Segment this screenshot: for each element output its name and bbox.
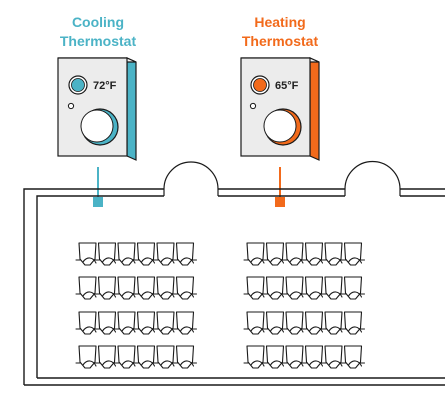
chair-icon	[304, 345, 324, 369]
chair-icon	[136, 311, 156, 335]
chair-icon	[156, 276, 175, 300]
chair-icon	[78, 345, 97, 369]
chair-icon	[246, 276, 265, 300]
chair-icon	[97, 345, 117, 369]
cooling-sensor-marker	[93, 197, 103, 207]
chair-icon	[175, 311, 195, 335]
chair-icon	[304, 242, 324, 266]
heating-indicator-dot	[249, 102, 257, 110]
chair-icon	[265, 276, 285, 300]
chair-icon	[343, 242, 363, 266]
cooling-temperature: 72°F	[93, 80, 117, 92]
room-floor-plan	[23, 160, 445, 386]
chair-icon	[343, 345, 363, 369]
seat-row	[75, 276, 198, 300]
chair-icon	[136, 242, 156, 266]
chair-icon	[156, 242, 175, 266]
chair-icon	[265, 311, 285, 335]
chair-icon	[285, 345, 304, 369]
chair-icon	[156, 311, 175, 335]
chair-icon	[97, 311, 117, 335]
heating-status-icon	[253, 78, 267, 92]
chair-icon	[265, 242, 285, 266]
cooling-indicator-dot	[67, 102, 75, 110]
cooling-thermostat-group: Cooling Thermostat 72°F	[57, 14, 137, 207]
seat-row	[243, 276, 366, 300]
chair-icon	[324, 276, 343, 300]
seat-row	[75, 311, 198, 335]
cooling-dial-knob	[80, 109, 114, 143]
chair-icon	[324, 311, 343, 335]
chair-icon	[304, 276, 324, 300]
heating-temperature: 65°F	[275, 80, 299, 92]
heating-side-face	[309, 57, 320, 161]
chair-icon	[175, 345, 195, 369]
chair-icon	[78, 311, 97, 335]
chair-icon	[97, 276, 117, 300]
cooling-status-icon	[71, 78, 85, 92]
chair-icon	[136, 276, 156, 300]
chair-icon	[324, 242, 343, 266]
seat-row	[75, 242, 198, 266]
heating-title-line2: Thermostat	[242, 33, 319, 49]
chair-icon	[285, 242, 304, 266]
heating-thermostat-group: Heating Thermostat 65°F	[240, 14, 320, 207]
chair-icon	[285, 311, 304, 335]
chair-icon	[324, 345, 343, 369]
heating-thermostat-device: 65°F	[240, 57, 320, 161]
chair-icon	[246, 345, 265, 369]
seating-area	[75, 242, 366, 369]
heating-sensor-marker	[275, 197, 285, 207]
chair-icon	[246, 242, 265, 266]
chair-icon	[117, 345, 136, 369]
seat-row	[243, 345, 366, 369]
chair-icon	[156, 345, 175, 369]
chair-icon	[175, 276, 195, 300]
heating-dial-knob	[263, 109, 297, 143]
cooling-title-line2: Thermostat	[60, 33, 137, 49]
chair-icon	[246, 311, 265, 335]
chair-icon	[78, 276, 97, 300]
chair-icon	[175, 242, 195, 266]
chair-icon	[117, 311, 136, 335]
chair-icon	[117, 276, 136, 300]
room-inner-wall	[36, 195, 445, 378]
door-left	[163, 161, 219, 196]
cooling-side-face	[126, 57, 137, 161]
seat-row	[243, 311, 366, 335]
seating-block-2	[243, 242, 366, 369]
chair-icon	[265, 345, 285, 369]
cooling-title-line1: Cooling	[72, 14, 124, 30]
seating-block-1	[75, 242, 198, 369]
seat-row	[75, 345, 198, 369]
chair-icon	[343, 311, 363, 335]
room-outer-wall	[23, 188, 445, 385]
chair-icon	[304, 311, 324, 335]
chair-icon	[343, 276, 363, 300]
door-right	[344, 160, 401, 196]
chair-icon	[285, 276, 304, 300]
seat-row	[243, 242, 366, 266]
chair-icon	[136, 345, 156, 369]
cooling-thermostat-device: 72°F	[57, 57, 137, 161]
chair-icon	[78, 242, 97, 266]
chair-icon	[97, 242, 117, 266]
chair-icon	[117, 242, 136, 266]
heating-title-line1: Heating	[254, 14, 305, 30]
